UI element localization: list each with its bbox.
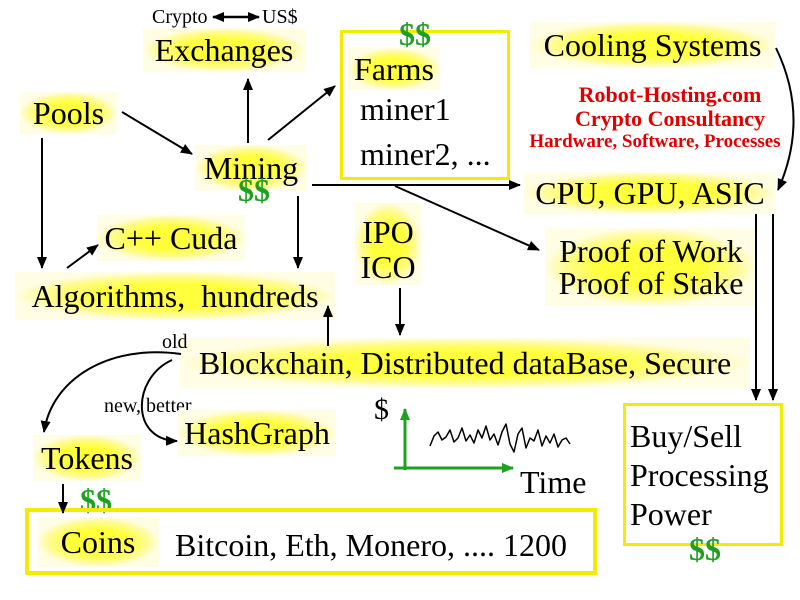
languages-node: C++ Cuda: [97, 215, 245, 261]
price-axis-label: $: [374, 393, 389, 426]
exchange-from-label: Crypto: [152, 6, 208, 28]
market-frame: Buy/Sell Processing Power: [623, 403, 783, 546]
offering-ipo-label: IPO: [362, 214, 414, 250]
promo-consultancy: Crypto Consultancy: [574, 106, 766, 131]
tokens-node: Tokens: [33, 435, 141, 481]
proof-of-work-label: Proof of Work: [559, 233, 743, 269]
farms-label: Farms: [354, 51, 434, 87]
time-axis-label: Time: [520, 464, 587, 500]
arrow-algorithms-to-languages: [66, 244, 99, 269]
exchanges-label: Exchanges: [154, 32, 294, 68]
farms-frame: Farms miner1 miner2, ...: [340, 30, 510, 180]
hashgraph-node: HashGraph: [178, 410, 336, 456]
consensus-node: Proof of Work Proof of Stake: [545, 228, 757, 306]
market-processing: Processing: [630, 457, 769, 493]
proof-of-stake-label: Proof of Stake: [558, 265, 744, 301]
algorithms-node: Algorithms, hundreds: [15, 272, 335, 320]
arrow-mining-to-farms: [267, 85, 336, 141]
coins-examples: Bitcoin, Eth, Monero, .... 1200: [175, 527, 567, 563]
pools-label: Pools: [32, 95, 105, 131]
edge-label-old: old: [162, 331, 188, 353]
cooling-node: Cooling Systems: [530, 22, 775, 68]
money-mark-mining: $$: [238, 172, 270, 208]
exchanges-node: Exchanges: [143, 28, 305, 72]
arrow-mining-to-consensus: [394, 185, 540, 251]
hardware-node: CPU, GPU, ASIC: [524, 172, 776, 214]
arrow-pools-to-mining: [121, 111, 193, 155]
market-power: Power: [630, 496, 712, 532]
pools-node: Pools: [20, 92, 117, 134]
mining-node: Mining: [195, 145, 307, 191]
hardware-label: CPU, GPU, ASIC: [535, 175, 765, 211]
blockchain-node: Blockchain, Distributed dataBase, Secure: [180, 338, 750, 388]
miner-item: miner1: [360, 91, 451, 127]
hashgraph-label: HashGraph: [184, 415, 330, 451]
coins-node: Coins: [37, 517, 159, 567]
miner-item: miner2, ...: [360, 136, 491, 172]
money-mark-market: $$: [689, 531, 721, 567]
mining-label: Mining: [203, 150, 299, 186]
price-sketch: [394, 408, 571, 473]
cooling-label: Cooling Systems: [543, 27, 762, 63]
arrow-cooling-to-hardware: [775, 47, 795, 191]
promo-site: Robot-Hosting.com: [578, 82, 762, 107]
coins-label: Coins: [60, 524, 136, 560]
offerings-node: IPO ICO: [355, 203, 421, 285]
tokens-label: Tokens: [41, 440, 133, 476]
price-trend-line: [429, 423, 571, 453]
arrow-blockchain-to-tokens: [40, 351, 182, 433]
farms-node: Farms: [348, 48, 440, 90]
languages-label: C++ Cuda: [104, 220, 238, 256]
algorithms-label: Algorithms, hundreds: [31, 278, 319, 314]
coins-frame: Coins Bitcoin, Eth, Monero, .... 1200: [25, 508, 597, 575]
arrow-blockchain-to-hashgraph: [140, 359, 178, 446]
money-mark-farms: $$: [399, 16, 431, 52]
market-buy-sell: Buy/Sell: [630, 418, 743, 454]
offering-ico-label: ICO: [360, 249, 416, 285]
exchange-to-label: US$: [262, 6, 298, 28]
blockchain-label: Blockchain, Distributed dataBase, Secure: [198, 345, 732, 381]
promo-services: Hardware, Software, Processes: [529, 131, 781, 152]
